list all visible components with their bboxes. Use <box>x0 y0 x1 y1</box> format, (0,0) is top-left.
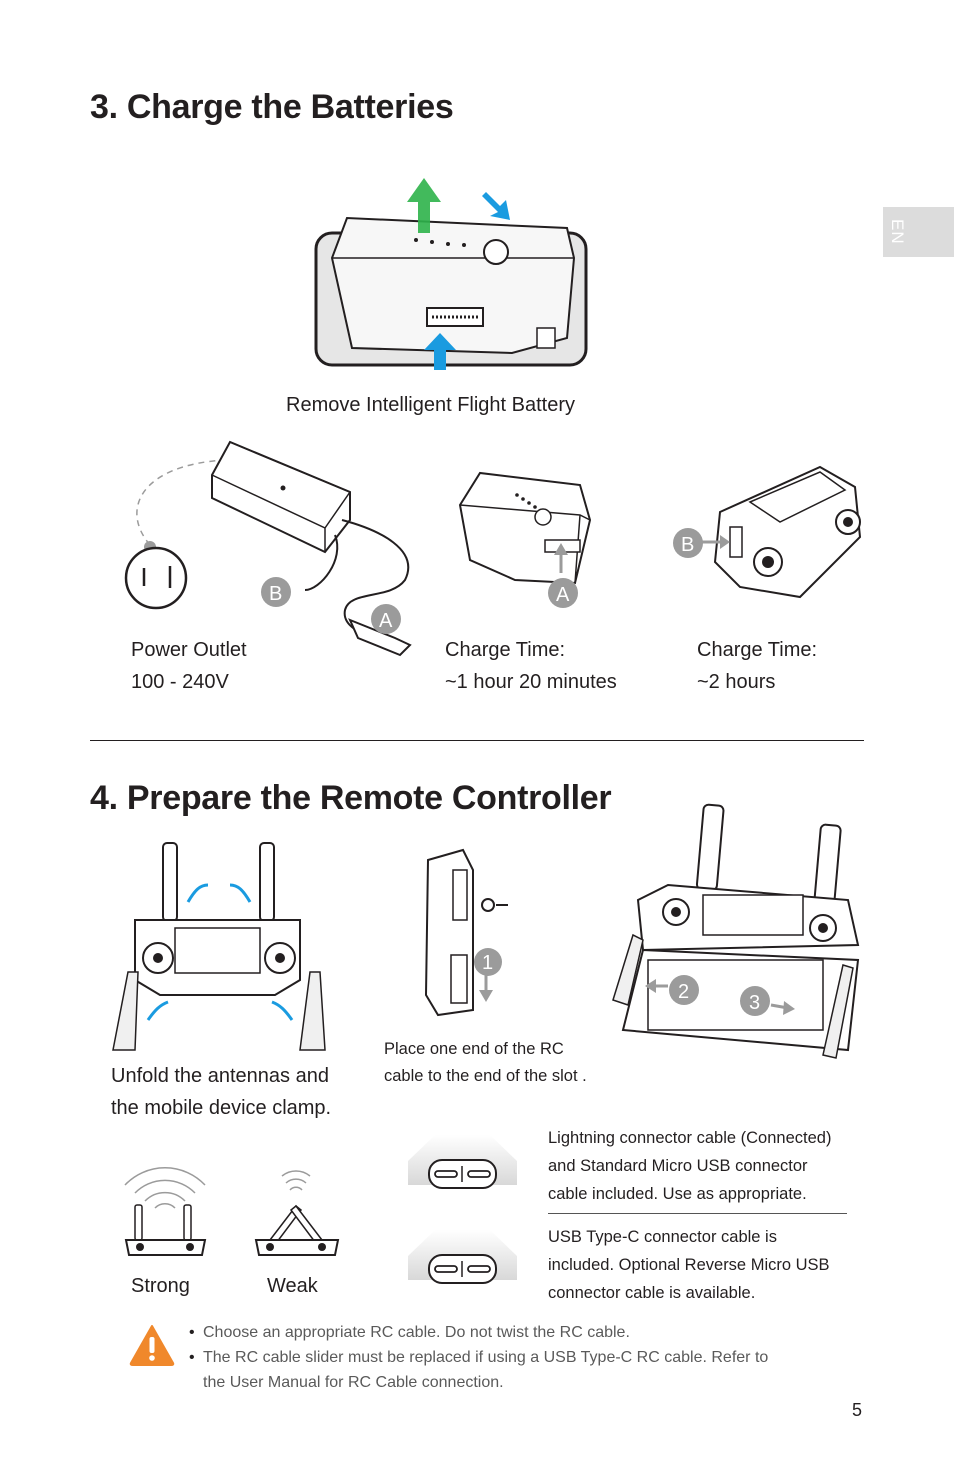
warning-icon <box>129 1325 175 1366</box>
strong-label: Strong <box>131 1275 190 1297</box>
lightning-description: Lightning connector cable (Connected) an… <box>548 1124 831 1208</box>
unfold-caption-line2: the mobile device clamp. <box>111 1097 332 1119</box>
battery-charge-illustration: A <box>458 471 592 608</box>
section-4-title: 4. Prepare the Remote Controller <box>90 779 612 817</box>
type-c-description-line2: included. Optional Reverse Micro USB <box>548 1256 830 1274</box>
rc-slot-illustration: 1 <box>424 848 508 1017</box>
warning-bullet-1-text: Choose an appropriate RC cable. Do not t… <box>203 1324 630 1341</box>
rc-charge-illustration: B <box>673 465 862 599</box>
step-1-badge: 1 <box>482 952 493 974</box>
place-cable-line2: cable to the end of the slot . <box>384 1067 587 1085</box>
unfold-caption-line1: Unfold the antennas and <box>111 1065 329 1087</box>
type-c-description-line3: connector cable is available. <box>548 1284 756 1302</box>
rc-clamp-illustration: 2 3 <box>612 803 860 1059</box>
outlet-caption-line1: Power Outlet <box>131 639 247 661</box>
connector-divider <box>548 1213 847 1214</box>
label-a-battery: A <box>556 584 570 606</box>
warning-bullet-2-line2: the User Manual for RC Cable connection. <box>203 1374 504 1391</box>
rc-charge-caption: Charge Time: ~2 hours <box>697 634 817 698</box>
battery-charge-label: Charge Time: <box>445 639 566 661</box>
language-tab: EN <box>883 207 954 257</box>
charger-illustration: B A <box>124 440 412 657</box>
outlet-caption-line2: 100 - 240V <box>131 671 229 693</box>
outlet-caption: Power Outlet 100 - 240V <box>131 634 247 698</box>
place-cable-line1: Place one end of the RC <box>384 1040 564 1058</box>
step-3-badge: 3 <box>749 992 760 1014</box>
rc-charge-value: ~2 hours <box>697 671 776 693</box>
section-divider <box>90 740 864 741</box>
lightning-connector-icon <box>408 1135 517 1189</box>
weak-label: Weak <box>267 1275 318 1297</box>
usb-type-c-connector-icon <box>408 1230 517 1284</box>
battery-charge-caption: Charge Time: ~1 hour 20 minutes <box>445 634 617 698</box>
strong-signal-illustration <box>124 1167 207 1256</box>
lightning-description-line2: and Standard Micro USB connector <box>548 1157 808 1175</box>
label-a-charger: A <box>379 610 393 632</box>
unfold-illustration <box>112 842 326 1051</box>
remove-battery-caption: Remove Intelligent Flight Battery <box>286 394 576 416</box>
battery-removal-illustration <box>314 178 588 370</box>
weak-signal-illustration <box>254 1170 340 1256</box>
place-cable-caption: Place one end of the RC cable to the end… <box>384 1036 587 1090</box>
label-b-rc: B <box>681 534 694 556</box>
language-tab-label: EN <box>888 219 907 245</box>
section-3-title: 3. Charge the Batteries <box>90 88 454 126</box>
unfold-caption: Unfold the antennas and the mobile devic… <box>111 1060 331 1124</box>
warning-bullet-2-line1: The RC cable slider must be replaced if … <box>203 1349 769 1366</box>
warning-list: Choose an appropriate RC cable. Do not t… <box>189 1320 849 1395</box>
step-2-badge: 2 <box>678 981 689 1003</box>
warning-bullet-2: The RC cable slider must be replaced if … <box>189 1345 849 1395</box>
label-b-charger: B <box>269 583 282 605</box>
rc-charge-label: Charge Time: <box>697 639 818 661</box>
type-c-description-line1: USB Type-C connector cable is <box>548 1228 777 1246</box>
page-number: 5 <box>852 1400 863 1420</box>
type-c-description: USB Type-C connector cable is included. … <box>548 1223 830 1307</box>
lightning-description-line1: Lightning connector cable (Connected) <box>548 1129 832 1147</box>
battery-charge-value: ~1 hour 20 minutes <box>445 671 617 693</box>
lightning-description-line3: cable included. Use as appropriate. <box>548 1185 807 1203</box>
warning-bullet-1: Choose an appropriate RC cable. Do not t… <box>189 1320 849 1345</box>
